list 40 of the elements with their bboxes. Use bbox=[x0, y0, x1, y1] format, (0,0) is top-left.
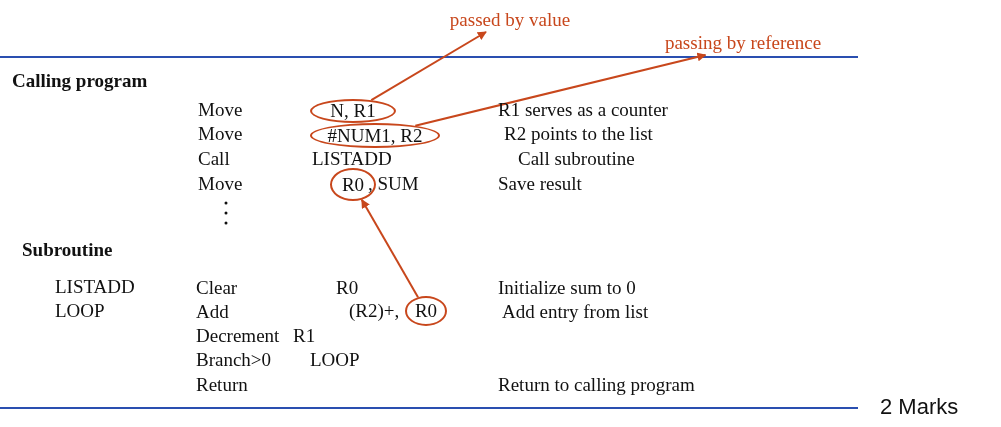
comment-text: Initialize sum to 0 bbox=[498, 277, 636, 299]
operand-text: R1 bbox=[293, 325, 316, 347]
instruction-text: Decrement bbox=[196, 325, 280, 347]
operand-text: R0 bbox=[414, 300, 438, 322]
instruction-text: Move bbox=[198, 173, 243, 195]
comment-text: Save result bbox=[498, 173, 582, 195]
comment-text: R1 serves as a counter bbox=[498, 99, 668, 121]
operand-text: LISTADD bbox=[312, 148, 392, 170]
arrow bbox=[360, 198, 419, 299]
operand-text: R0 bbox=[336, 277, 359, 299]
operand-text: #NUM1, R2 bbox=[327, 124, 423, 147]
highlight-ellipse bbox=[330, 168, 376, 201]
operand-text: N, R1 bbox=[330, 100, 376, 122]
operand-text: (R2)+, bbox=[349, 300, 400, 322]
instruction-text: Clear bbox=[196, 277, 238, 299]
highlight-ellipse bbox=[310, 99, 396, 123]
section-heading: Calling program bbox=[12, 70, 148, 92]
operand-text: , SUM bbox=[368, 173, 419, 195]
annotation-text: passing by reference bbox=[618, 31, 868, 55]
highlight-ellipse bbox=[310, 123, 440, 148]
marks-text: 2 Marks bbox=[880, 394, 959, 420]
instruction-text: Move bbox=[198, 99, 243, 121]
instruction-text: Add bbox=[196, 301, 229, 323]
instruction-text: Branch>0 bbox=[196, 349, 272, 371]
comment-text: R2 points to the list bbox=[504, 123, 653, 145]
arrow bbox=[414, 52, 707, 127]
comment-text: Add entry from list bbox=[502, 301, 649, 323]
comment-text: Call subroutine bbox=[518, 148, 635, 170]
highlight-ellipse bbox=[405, 296, 447, 326]
instruction-text: Call bbox=[198, 148, 230, 170]
code-label: LISTADD bbox=[55, 276, 135, 298]
operand-text: LOOP bbox=[310, 349, 360, 371]
section-heading: Subroutine bbox=[22, 239, 113, 261]
arrow bbox=[370, 31, 487, 102]
annotation-text: passed by value bbox=[430, 8, 590, 32]
instruction-text: Return bbox=[196, 374, 248, 396]
comment-text: Return to calling program bbox=[498, 374, 695, 396]
instruction-text: Move bbox=[198, 123, 243, 145]
operand-text: R0 bbox=[341, 173, 365, 196]
code-label: LOOP bbox=[55, 300, 105, 322]
